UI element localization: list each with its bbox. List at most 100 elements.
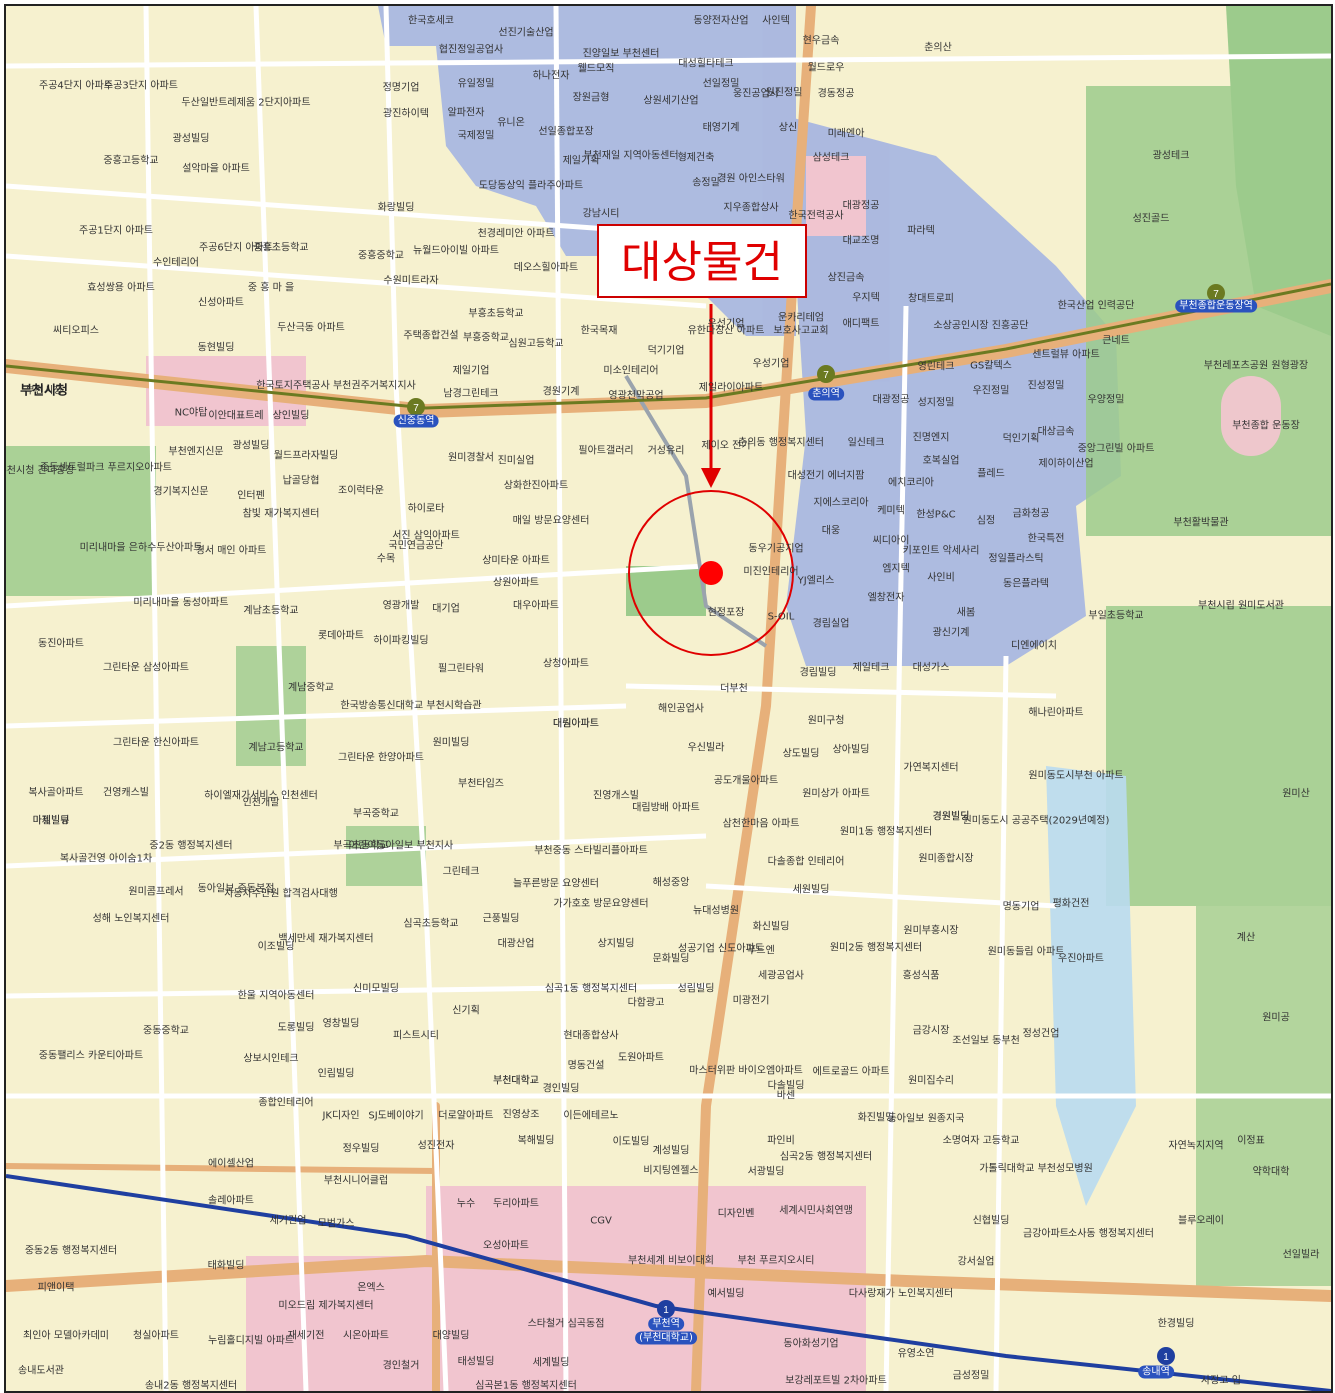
map-label-lbl-266: 자동차수만원 합격검사대행 (224, 888, 338, 900)
map-label-lbl-324: 천경레미안 아파트 (477, 228, 555, 240)
map-label-lbl-178: 진성정밀 (1027, 380, 1065, 392)
map-label-lbl-54: 해성중앙 (652, 877, 690, 889)
map-label-lbl-16: 부천시청 간디광장 (4, 465, 75, 477)
major-roads (6, 6, 1331, 1391)
map-label-lbl-98: 동아화성기업 (783, 1338, 839, 1350)
map-label-lbl-91: 누수 (456, 1198, 476, 1210)
map-label-lbl-69: 복해빌딩 (517, 1135, 555, 1147)
map-label-lbl-214: 웰드모직 (577, 63, 615, 75)
commercial-zone (146, 156, 866, 1391)
map-label-lbl-176: 성지정밀 (917, 397, 955, 409)
map-label-lbl-297: 사인비 (927, 572, 955, 584)
map-label-lbl-223: 주공4단지 아파트 (39, 80, 113, 92)
map-label-lbl-27: 영광천막공업 (608, 390, 664, 402)
map-label-lbl-147: 에이셀산업 (208, 1158, 254, 1170)
map-label-lbl-300: 대웅 (821, 525, 841, 537)
map-label-lbl-210: 원진정밀 (765, 87, 803, 99)
map-label-lbl-169: 한성P&C (916, 509, 956, 521)
map-label-lbl-21: 계남고등학교 (248, 742, 304, 754)
map-label-lbl-317: 뉴대성병원 (693, 905, 739, 917)
map-label-lbl-48: 상아빌딩 (832, 744, 870, 756)
map-label-lbl-113: 누림홀디지빌 아파트 (208, 1335, 294, 1347)
target-dot-icon (699, 561, 723, 585)
map-label-lbl-110: 재세기전 (287, 1330, 325, 1342)
map-label-lbl-105: 경인철거 (382, 1360, 420, 1372)
map-label-lbl-9: 선일정밀 (702, 78, 740, 90)
map-label-lbl-17: 상인빌딩 (272, 410, 310, 422)
map-label-lbl-126: 마젤빌딩 (32, 815, 70, 827)
map-label-lbl-294: 제이오 전기 (701, 440, 751, 452)
map-label-lbl-96: 예서빌딩 (707, 1288, 745, 1300)
map-label-lbl-206: 형제건축 (677, 152, 715, 164)
map-label-lbl-230: 수인테리어 (153, 257, 199, 269)
map-label-lbl-115: 최인아 모델아카데미 (23, 1330, 109, 1342)
map-label-lbl-254: 원미빌딩 (432, 737, 470, 749)
map-label-lbl-224: 주공3단지 아파트 (104, 80, 178, 92)
map-label-lbl-29: 거성유리 (647, 445, 685, 457)
map-label-lbl-43: 원미구청 (807, 715, 845, 727)
subway-line7 (6, 282, 1331, 410)
subway-line1 (6, 1174, 1331, 1391)
map-label-lbl-117: 태화빌딩 (207, 1260, 245, 1272)
map-label-lbl-182: 덕인기획 (1002, 433, 1040, 445)
map-label-lbl-343: 상원아파트 (493, 577, 539, 589)
map-label-lbl-66: 경인빌딩 (542, 1083, 580, 1095)
map-label-lbl-288: 바센 (776, 1090, 796, 1102)
map-label-chunui-station: 춘의역 (808, 387, 844, 401)
map-label-lbl-333: 보호사고교회 (773, 325, 829, 337)
map-label-lbl-30: 필아트갤러리 (578, 445, 634, 457)
map-label-lbl-5: 현우금속 (802, 35, 840, 47)
svg-text:7: 7 (1213, 289, 1219, 300)
map-label-lbl-40: 제일테크 (852, 662, 890, 674)
map-label-lbl-41: 대성가스 (912, 662, 950, 674)
map-label-lbl-56: 원미부흥시장 (903, 925, 959, 937)
map-label-lbl-156: 부천레포츠공원 원형광장 (1203, 360, 1309, 372)
map-label-lbl-51: 경원빌딩 (932, 811, 970, 823)
map-label-lbl-161: 디엔에이치 (1011, 640, 1057, 652)
map-label-lbl-24: 심원고등학교 (508, 338, 564, 350)
map-label-lbl-190: 센트럴뷰 아파트 (1032, 349, 1100, 361)
map-label-lbl-346: 인천개발 (242, 797, 280, 809)
map-label-lbl-184: 플레드 (977, 468, 1005, 480)
map-label-lbl-286: 에트로골드 아파트 (812, 1066, 890, 1078)
map-label-lbl-246: 중동센트럴파크 푸르지오아파트 (40, 462, 172, 474)
target-road (624, 374, 768, 648)
svg-text:7: 7 (413, 403, 419, 414)
map-label-lbl-229: 중흥초등학교 (253, 242, 309, 254)
map-label-lbl-138: 인림빌딩 (317, 1068, 355, 1080)
map-label-lbl-129: 근풍빌딩 (482, 913, 520, 925)
map-label-lbl-95: 부천 푸르지오시티 (737, 1255, 815, 1267)
map-label-lbl-32: 원미경찰서 (448, 452, 494, 464)
map-label-lbl-249: 동진아파트 (38, 638, 84, 650)
map-label-lbl-308: 제일라이아파트 (698, 382, 764, 394)
map-label-lbl-15: 중흥중학교 (358, 250, 404, 262)
map-label-lbl-4: 사인텍 (762, 15, 790, 27)
map-label-lbl-202: 미래엔아 (827, 128, 865, 140)
map-label-lbl-239: 부천엔지신문 (168, 446, 224, 458)
map-label-lbl-46: 우신빌라 (687, 742, 725, 754)
map-label-lbl-280: 원미동들림 아파트 (987, 946, 1065, 958)
map-label-bucheon-station: 부천역 (648, 1317, 684, 1331)
map-label-lbl-177: 우진정밀 (972, 385, 1010, 397)
map-label-lbl-225: 두산일반트레제움 2단지아파트 (181, 97, 311, 109)
map-label-lbl-334: 경서 매인 아파트 (195, 545, 267, 557)
map-label-lbl-187: 호복실업 (922, 455, 960, 467)
map-label-lbl-118: 중동2동 행정복지센터 (24, 1245, 118, 1257)
map-label-lbl-293: 자연녹지지역 (1168, 1140, 1224, 1152)
map-label-lbl-259: 어린이동아일보 부천지사 (348, 840, 454, 852)
map-label-lbl-104: 태성빌딩 (457, 1356, 495, 1368)
map-label-lbl-323: 부흥중학교 (463, 332, 509, 344)
map-label-lbl-192: 한국산업 인력공단 (1057, 300, 1135, 312)
map-label-lbl-167: 금화청공 (1012, 508, 1050, 520)
map-label-lbl-289: 화진빌딩 (857, 1112, 895, 1124)
map-label-lbl-78: 소명여자 고등학교 (942, 1135, 1020, 1147)
map-label-lbl-268: 이조빌딩 (257, 941, 295, 953)
map-label-lbl-25: 한국목재 (580, 325, 618, 337)
map-label-lbl-291: 해나린아파트 (1028, 707, 1084, 719)
map-label-lbl-283: 정성건업 (1022, 1028, 1060, 1040)
map-label-lbl-257: 부천타임즈 (458, 778, 504, 790)
map-label-lbl-74: 서광빌딩 (747, 1166, 785, 1178)
map-label-lbl-312: 진영개스빌 (593, 790, 639, 802)
map-label-lbl-92: 두리아파트 (493, 1198, 539, 1210)
